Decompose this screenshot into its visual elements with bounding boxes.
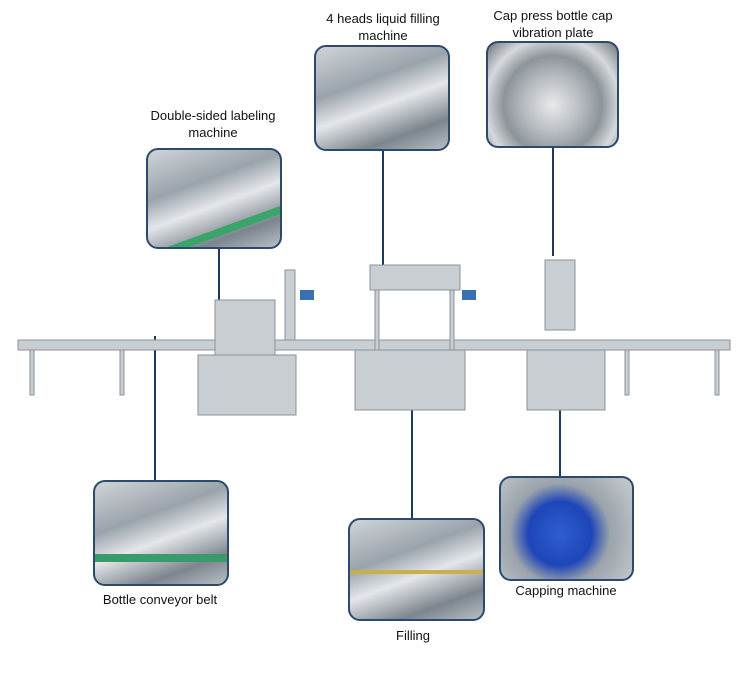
connector-labeling xyxy=(218,249,220,321)
capping-photo xyxy=(499,476,634,581)
conveyor-rail xyxy=(17,339,731,351)
filling-machine-photo xyxy=(314,45,450,151)
filling-photo xyxy=(348,518,485,621)
filler-tank xyxy=(369,264,461,291)
connector-capping xyxy=(559,385,561,476)
connector-filling-machine xyxy=(382,151,384,266)
filler-body xyxy=(354,349,466,411)
label-conveyor: Bottle conveyor belt xyxy=(102,592,218,607)
capper-body xyxy=(526,349,606,411)
labeler-screen xyxy=(300,290,314,300)
capper-head xyxy=(544,259,576,331)
label-filling: Filling xyxy=(396,628,430,643)
conveyor-photo xyxy=(93,480,229,586)
filler-screen xyxy=(462,290,476,300)
cap-plate-photo xyxy=(486,41,619,148)
connector-filling xyxy=(411,350,413,518)
label-capping: Capping machine xyxy=(515,583,617,598)
connector-conveyor xyxy=(154,336,156,480)
labeling-photo xyxy=(146,148,282,249)
labeler-body xyxy=(197,354,297,416)
connector-cap-plate xyxy=(552,148,554,256)
labeler-head xyxy=(214,299,276,356)
production-line-machine xyxy=(17,259,731,416)
